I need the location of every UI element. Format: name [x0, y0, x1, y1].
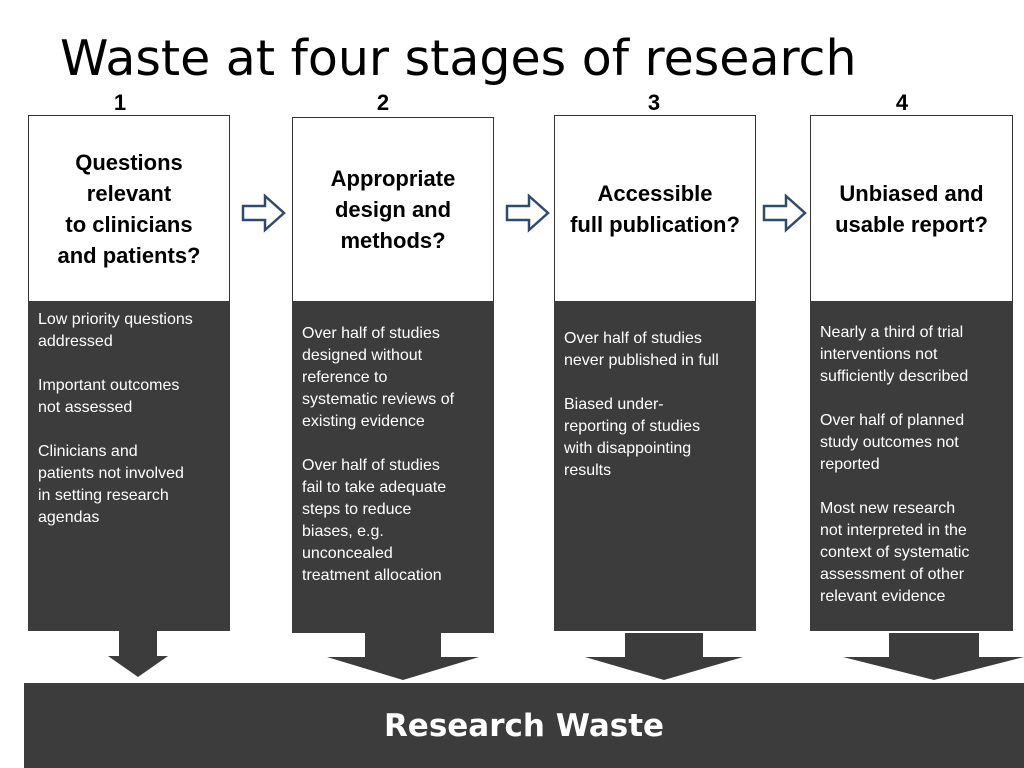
right-arrow-icon [505, 193, 550, 233]
stage-2-item: Over half of studies fail to take adequa… [302, 457, 447, 584]
right-arrow-icon [241, 193, 286, 233]
stage-2-question: Appropriate design and methods? [330, 166, 456, 253]
stage-1-item: Low priority questions addressed [38, 311, 193, 350]
right-arrow-icon [762, 193, 807, 233]
stage-4-question: Unbiased and usable report? [835, 180, 988, 237]
research-waste-bar: Research Waste [24, 683, 1024, 768]
down-arrow-icon [327, 633, 479, 680]
stage-4-item: Most new research not interpreted in the… [820, 500, 970, 605]
stage-3-question: Accessible full publication? [570, 180, 740, 237]
down-arrow-icon [843, 633, 1024, 680]
research-waste-label: Research Waste [383, 707, 665, 744]
stage-4-question-box: Unbiased and usable report? [810, 115, 1013, 302]
stage-3-question-box: Accessible full publication? [554, 115, 756, 302]
stage-2-question-box: Appropriate design and methods? [292, 117, 494, 302]
stage-1-detail-panel: Low priority questions addressed Importa… [28, 301, 230, 631]
down-arrow-icon [108, 631, 168, 677]
stage-2-detail-panel: Over half of studies designed without re… [292, 301, 494, 633]
stage-number-4: 4 [895, 90, 909, 115]
stage-number-1: 1 [113, 90, 127, 115]
stage-number-3: 3 [647, 90, 661, 115]
stage-3-item: Biased under- reporting of studies with … [564, 396, 701, 479]
stage-1-item: Clinicians and patients not involved in … [38, 443, 184, 526]
stage-3-item: Over half of studies never published in … [564, 330, 719, 369]
stage-1-question: Questions relevant to clinicians and pat… [57, 149, 201, 268]
stage-number-2: 2 [376, 90, 390, 115]
stage-4-detail-panel: Nearly a third of trial interventions no… [810, 301, 1013, 631]
stage-1-item: Important outcomes not assessed [38, 377, 180, 416]
stage-3-detail-panel: Over half of studies never published in … [554, 301, 756, 631]
stage-1-question-box: Questions relevant to clinicians and pat… [28, 115, 230, 302]
slide-title: Waste at four stages of research [60, 30, 857, 87]
down-arrow-icon [585, 633, 743, 680]
stage-4-item: Nearly a third of trial interventions no… [820, 324, 969, 385]
stage-4-item: Over half of planned study outcomes not … [820, 412, 965, 473]
stage-2-item: Over half of studies designed without re… [302, 325, 455, 430]
